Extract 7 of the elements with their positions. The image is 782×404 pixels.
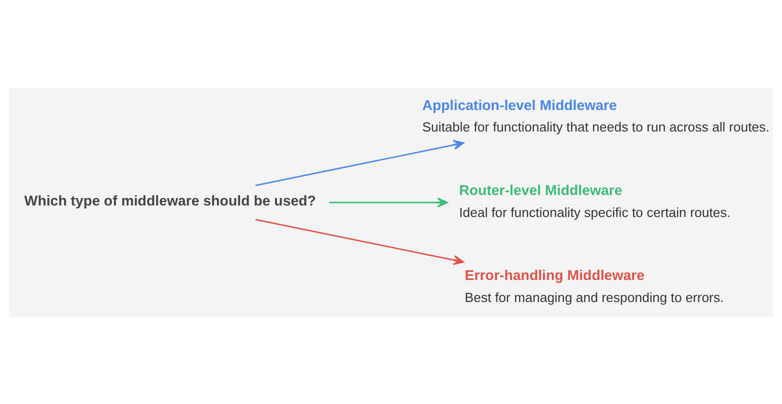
node-text: Error-handling Middleware Best for managing and responding to errors.: [464, 268, 724, 305]
node-text: Application-level Middleware Suitable for functionality that needs to run across all routes.: [422, 97, 770, 134]
arrow: [255, 218, 464, 265]
node-text: Router-level Middleware Ideal for functionality specific to certain routes.: [459, 182, 731, 220]
arrow: [329, 197, 448, 207]
arrow: [255, 139, 464, 186]
node-text: Which type of middleware should be used?: [24, 192, 316, 209]
